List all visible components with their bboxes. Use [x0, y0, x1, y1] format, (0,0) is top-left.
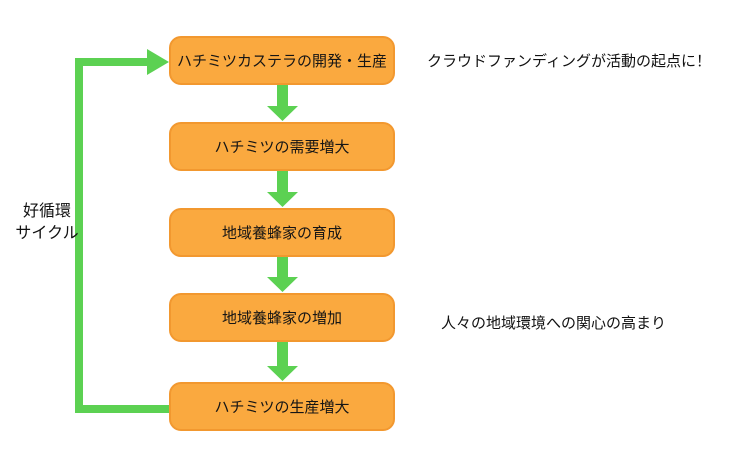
cycle-label-line1: 好循環 [22, 203, 71, 220]
cycle-loop-arrow [75, 49, 170, 413]
annotation-crowdfunding: クラウドファンディングが活動の起点に！ [427, 53, 711, 70]
down-arrow-icon [267, 171, 298, 207]
cycle-label: 好循環 サイクル [6, 201, 88, 245]
flow-box-beekeeper-increase: 地域養蜂家の増加 [169, 293, 395, 342]
flow-box-production: ハチミツの生産増大 [169, 382, 395, 431]
flow-box-label: ハチミツの生産増大 [214, 399, 350, 416]
annotation-environment-interest: 人々の地域環境への関心の高まり [441, 315, 667, 332]
flow-box-training: 地域養蜂家の育成 [169, 208, 395, 257]
flow-box-label: ハチミツの需要増大 [214, 139, 350, 156]
flow-box-label: 地域養蜂家の育成 [221, 225, 342, 242]
flow-box-demand: ハチミツの需要増大 [169, 122, 395, 171]
cycle-label-line2: サイクル [15, 225, 79, 242]
flow-box-label: 地域養蜂家の増加 [221, 310, 342, 327]
down-arrow-icon [267, 257, 298, 292]
flow-box-development: ハチミツカステラの開発・生産 [169, 36, 395, 85]
down-arrow-icon [267, 342, 298, 381]
down-arrow-icon [267, 85, 298, 121]
loop-arrowhead-icon [147, 49, 169, 75]
flow-box-label: ハチミツカステラの開発・生産 [176, 53, 387, 70]
